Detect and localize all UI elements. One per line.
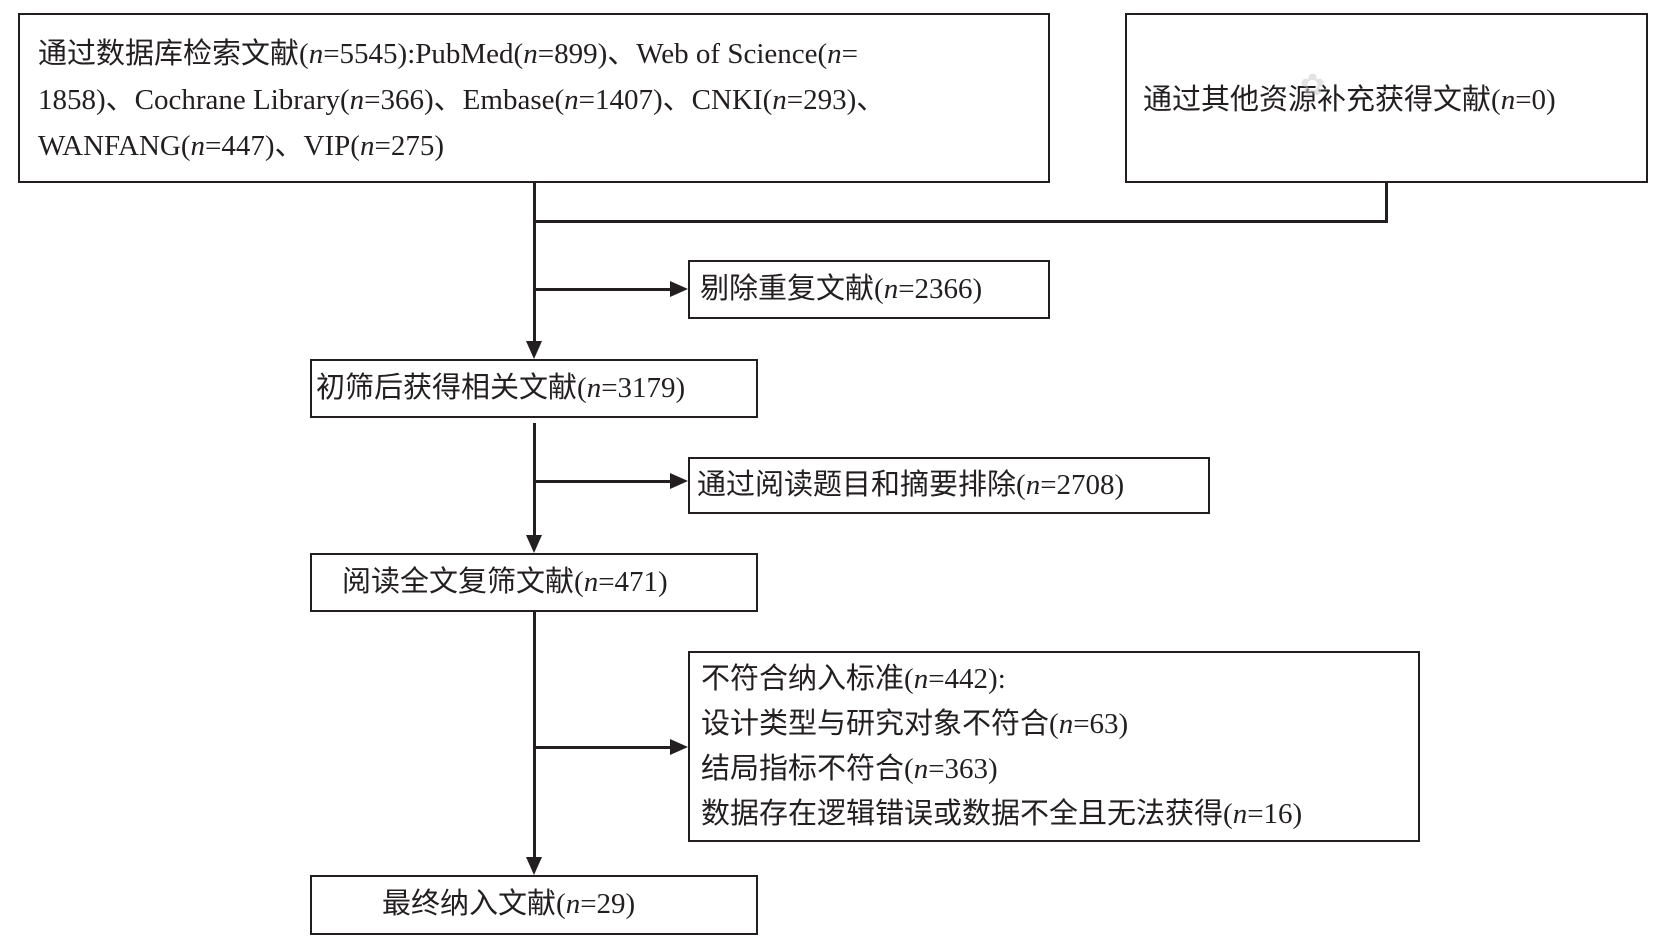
criteria-exclusion-title: 不符合纳入标准(n=442): [701, 663, 1006, 695]
arrow-to-final-included [526, 857, 542, 875]
connector-merge-horizontal [533, 220, 1388, 223]
initial-screening-text: 初筛后获得相关文献(n=3179) [316, 372, 686, 404]
criteria-exclusion-reason: 结局指标不符合(n=363) [701, 753, 998, 785]
connector-main-from-search [533, 183, 536, 343]
duplicates-removed-box [688, 260, 1050, 319]
other-sources-text: 通过其他资源补充获得文献(n=0) [1143, 84, 1556, 116]
full-text-review-text: 阅读全文复筛文献(n=471) [342, 566, 668, 598]
database-search-box [18, 13, 1050, 183]
database-search-line-1: 通过数据库检索文献(n=5545):PubMed(n=899)、Web of S… [38, 38, 859, 70]
criteria-exclusion-box [688, 651, 1420, 842]
full-text-review-box [310, 553, 758, 612]
duplicates-removed-text: 剔除重复文献(n=2366) [700, 273, 983, 305]
connector-to-criteria-exclusion [533, 746, 673, 749]
connector-to-title-abstract-exclusion [533, 480, 673, 483]
arrow-to-full-text-review [526, 535, 542, 553]
arrow-to-initial-screening [526, 341, 542, 359]
connector-other-sources-down [1385, 183, 1388, 222]
final-included-box [310, 875, 758, 935]
connector-fulltext-to-final [533, 612, 536, 860]
title-abstract-exclusion-box [688, 457, 1210, 514]
criteria-exclusion-reason: 设计类型与研究对象不符合(n=63) [701, 708, 1129, 740]
title-abstract-exclusion-text: 通过阅读题目和摘要排除(n=2708) [697, 469, 1125, 501]
watermark-seal-icon: ✿ [1300, 69, 1326, 102]
connector-to-duplicates [533, 288, 673, 291]
arrow-to-criteria-exclusion [670, 739, 688, 755]
other-sources-box [1125, 13, 1648, 183]
arrow-to-title-abstract-exclusion [670, 473, 688, 489]
criteria-exclusion-reason: 数据存在逻辑错误或数据不全且无法获得(n=16) [701, 798, 1303, 830]
initial-screening-box [310, 359, 758, 418]
database-search-line-2: 1858)、Cochrane Library(n=366)、Embase(n=1… [38, 84, 886, 116]
final-included-text: 最终纳入文献(n=29) [382, 888, 636, 920]
database-search-line-3: WANFANG(n=447)、VIP(n=275) [38, 130, 444, 162]
arrow-to-duplicates [670, 281, 688, 297]
